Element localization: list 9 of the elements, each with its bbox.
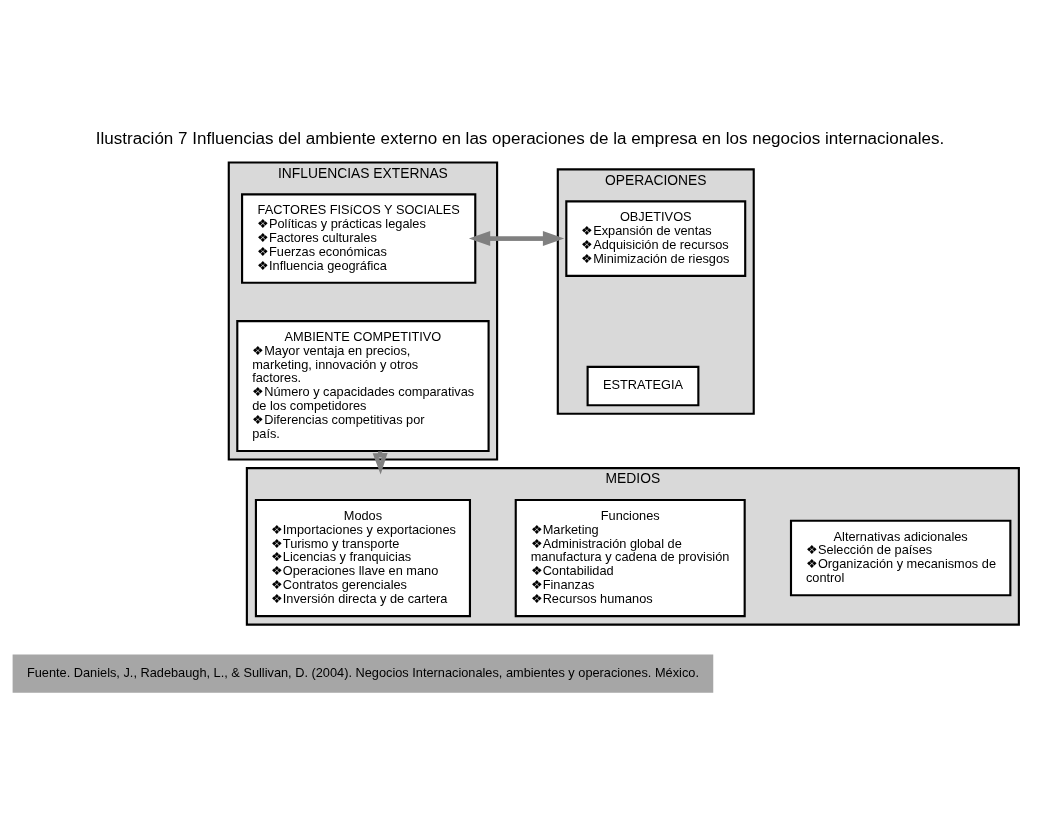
node-box: AMBIENTE COMPETITIVO ❖Mayor ventaja en precios, marketing, innovación y otros factores. ❖Número y capacidades comparativas de los competidores ❖Diferencias competitivas por país. (236, 320, 490, 453)
node-box: FACTORES FISíCOS Y SOCIALES ❖Políticas y prácticas legales ❖Factores culturales ❖Fuerzas económicas ❖Influencia geográfica (241, 193, 477, 284)
diagram-title: Ilustración 7 Influencias del ambiente externo en las operaciones de la empresa en los negocios internacionales. (95, 129, 945, 149)
node-box: Modos ❖Importaciones y exportaciones ❖Turismo y transporte ❖Licencias y franquicias ❖Operaciones llave en mano ❖Contratos gerenciales ❖Inversión directa y de cartera (254, 498, 471, 618)
caption: Fuente. Daniels, J., Radebaugh, L., & Sullivan, D. (2004). Negocios Internacionales, ambientes y operaciones. México. (26, 664, 699, 680)
node-box: Alternativas adicionales ❖Selección de países ❖Organización y mecanismos de control (789, 519, 1012, 597)
node-box: Funciones ❖Marketing ❖Administración global de manufactura y cadena de provisión ❖Contabilidad ❖Finanzas ❖Recursos humanos (514, 498, 746, 618)
node-box: OBJETIVOS ❖Expansión de ventas ❖Adquisición de recursos ❖Minimización de riesgos (565, 200, 747, 277)
node-box: ESTRATEGIA (586, 365, 700, 407)
